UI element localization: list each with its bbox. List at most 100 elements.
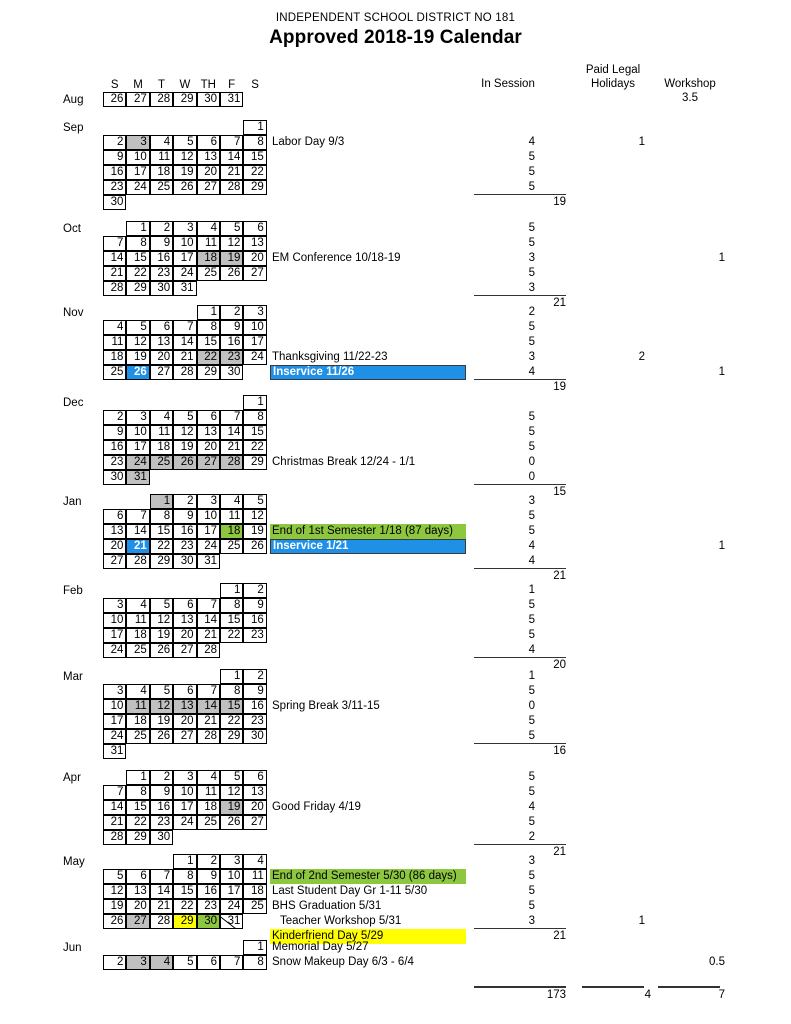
date-cell[interactable]: 6 (196, 135, 220, 150)
date-cell[interactable]: 26 (173, 180, 197, 195)
date-cell[interactable]: 31 (126, 470, 150, 485)
date-cell[interactable]: 31 (220, 92, 244, 107)
date-cell[interactable]: 13 (173, 699, 197, 714)
date-cell[interactable]: 25 (243, 899, 267, 914)
date-cell[interactable]: 16 (103, 440, 127, 455)
date-cell[interactable]: 23 (173, 539, 197, 554)
date-cell[interactable]: 20 (173, 714, 197, 729)
date-cell[interactable]: 4 (220, 494, 244, 509)
date-cell[interactable]: 1 (220, 669, 244, 684)
date-cell[interactable]: 2 (220, 305, 244, 320)
date-cell[interactable]: 28 (220, 455, 244, 470)
date-cell[interactable]: 20 (103, 539, 127, 554)
date-cell[interactable]: 18 (149, 440, 174, 455)
date-cell[interactable]: 15 (149, 524, 174, 539)
date-cell[interactable]: 29 (173, 92, 197, 107)
date-cell[interactable]: 11 (126, 613, 150, 628)
date-cell[interactable]: 15 (126, 251, 150, 266)
date-cell[interactable]: 22 (243, 440, 267, 455)
date-cell[interactable]: 20 (243, 251, 267, 266)
date-cell[interactable]: 14 (220, 425, 244, 440)
date-cell[interactable]: 7 (220, 135, 244, 150)
date-cell[interactable]: 17 (126, 440, 150, 455)
date-cell[interactable]: 19 (220, 800, 244, 815)
date-cell[interactable]: 19 (149, 714, 174, 729)
date-cell[interactable]: 20 (126, 899, 150, 914)
date-cell[interactable]: 8 (126, 236, 150, 251)
date-cell[interactable]: 9 (173, 509, 197, 524)
date-cell[interactable]: 12 (243, 509, 267, 524)
date-cell[interactable]: 13 (196, 150, 220, 165)
date-cell[interactable]: 21 (220, 165, 244, 180)
date-cell[interactable]: 29 (196, 365, 220, 380)
date-cell[interactable]: 5 (173, 135, 197, 150)
date-cell[interactable]: 2 (196, 854, 220, 869)
date-cell[interactable]: 17 (220, 884, 244, 899)
date-cell[interactable]: 19 (126, 350, 150, 365)
date-cell[interactable]: 6 (243, 221, 267, 236)
date-cell[interactable]: 7 (126, 509, 150, 524)
date-cell[interactable]: 29 (243, 455, 267, 470)
date-cell[interactable]: 10 (196, 509, 220, 524)
date-cell[interactable]: 21 (126, 539, 150, 554)
date-cell[interactable]: 17 (196, 524, 220, 539)
date-cell[interactable]: 27 (126, 92, 150, 107)
date-cell[interactable]: 28 (149, 92, 174, 107)
date-cell[interactable]: 26 (220, 266, 244, 281)
date-cell[interactable]: 11 (196, 236, 220, 251)
date-cell[interactable]: 16 (243, 613, 267, 628)
date-cell[interactable]: 4 (196, 221, 220, 236)
date-cell[interactable]: 8 (196, 320, 220, 335)
date-cell[interactable]: 31 (220, 914, 244, 929)
date-cell[interactable]: 29 (149, 554, 174, 569)
date-cell[interactable]: 30 (220, 365, 244, 380)
date-cell[interactable]: 15 (243, 425, 267, 440)
date-cell[interactable]: 28 (126, 554, 150, 569)
date-cell[interactable]: 4 (243, 854, 267, 869)
date-cell[interactable]: 10 (103, 613, 127, 628)
date-cell[interactable]: 22 (243, 165, 267, 180)
date-cell[interactable]: 7 (103, 236, 127, 251)
date-cell[interactable]: 30 (103, 195, 127, 210)
date-cell[interactable]: 27 (149, 365, 174, 380)
date-cell[interactable]: 1 (149, 494, 174, 509)
date-cell[interactable]: 5 (103, 869, 127, 884)
date-cell[interactable]: 27 (196, 455, 220, 470)
date-cell[interactable]: 21 (196, 628, 220, 643)
date-cell[interactable]: 12 (173, 425, 197, 440)
date-cell[interactable]: 20 (173, 628, 197, 643)
date-cell[interactable]: 7 (220, 955, 244, 970)
date-cell[interactable]: 8 (243, 410, 267, 425)
date-cell[interactable]: 21 (103, 266, 127, 281)
date-cell[interactable]: 11 (196, 785, 220, 800)
date-cell[interactable]: 29 (126, 830, 150, 845)
date-cell[interactable]: 11 (149, 150, 174, 165)
date-cell[interactable]: 10 (220, 869, 244, 884)
date-cell[interactable]: 16 (103, 165, 127, 180)
date-cell[interactable]: 18 (196, 800, 220, 815)
date-cell[interactable]: 11 (220, 509, 244, 524)
date-cell[interactable]: 12 (149, 699, 174, 714)
date-cell[interactable]: 23 (196, 899, 220, 914)
date-cell[interactable]: 25 (149, 455, 174, 470)
date-cell[interactable]: 17 (173, 800, 197, 815)
date-cell[interactable]: 22 (126, 815, 150, 830)
date-cell[interactable]: 31 (103, 744, 127, 759)
date-cell[interactable]: 24 (126, 180, 150, 195)
date-cell[interactable]: 22 (126, 266, 150, 281)
date-cell[interactable]: 3 (126, 410, 150, 425)
date-cell[interactable]: 28 (149, 914, 174, 929)
date-cell[interactable]: 24 (243, 350, 267, 365)
date-cell[interactable]: 23 (243, 628, 267, 643)
date-cell[interactable]: 5 (149, 684, 174, 699)
date-cell[interactable]: 18 (149, 165, 174, 180)
date-cell[interactable]: 8 (126, 785, 150, 800)
date-cell[interactable]: 7 (196, 684, 220, 699)
date-cell[interactable]: 6 (196, 955, 220, 970)
date-cell[interactable]: 6 (103, 509, 127, 524)
date-cell[interactable]: 27 (243, 815, 267, 830)
date-cell[interactable]: 3 (243, 305, 267, 320)
date-cell[interactable]: 27 (196, 180, 220, 195)
date-cell[interactable]: 6 (126, 869, 150, 884)
date-cell[interactable]: 21 (173, 350, 197, 365)
